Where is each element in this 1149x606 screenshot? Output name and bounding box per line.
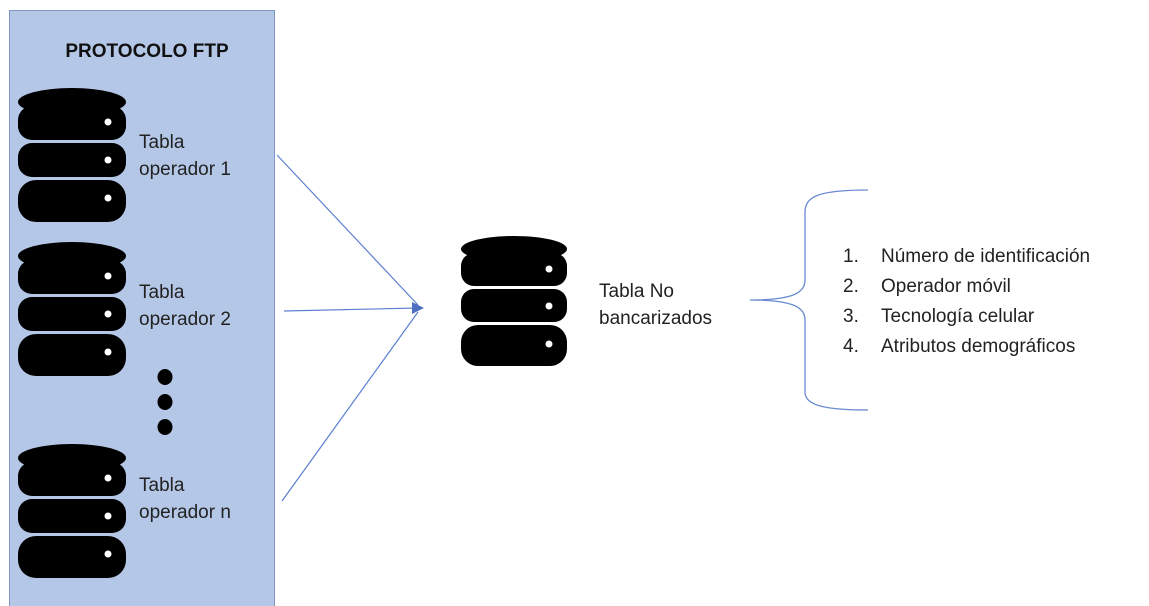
list-item-text: Operador móvil [881, 276, 1011, 297]
vertical-ellipsis-icon [157, 369, 173, 435]
database-icon-target [461, 236, 567, 366]
connector-line-1 [276, 154, 419, 306]
source-label-line1: Tabla [139, 132, 185, 153]
source-label-operador-2: Tabla operador 2 [139, 279, 231, 333]
left-curly-brace-icon [749, 189, 869, 411]
attribute-list: 1. Número de identificación 2. Operador mó… [843, 242, 1090, 362]
panel-title: PROTOCOLO FTP [65, 41, 229, 62]
source-label-line2: operador 2 [139, 309, 231, 330]
source-label-line1: Tabla [139, 475, 185, 496]
target-label: Tabla No bancarizados [599, 278, 712, 332]
connector-line-3 [281, 311, 419, 502]
list-item: 1. Número de identificación [843, 242, 1090, 272]
list-item-text: Número de identificación [881, 246, 1091, 267]
list-item-text: Tecnología celular [881, 306, 1035, 327]
target-label-line2: bancarizados [599, 308, 713, 329]
database-icon-operador-2 [18, 242, 126, 376]
source-label-operador-n: Tabla operador n [139, 472, 231, 526]
connector-line-2 [283, 307, 419, 312]
source-label-line2: operador 1 [139, 159, 231, 180]
arrowhead-icon [412, 302, 424, 314]
list-item-number: 1. [843, 246, 859, 267]
list-item-number: 3. [843, 306, 859, 327]
source-label-line2: operador n [139, 502, 231, 523]
source-label-line1: Tabla [139, 282, 185, 303]
database-icon-operador-1 [18, 88, 126, 222]
list-item-number: 4. [843, 336, 859, 357]
list-item-text: Atributos demográficos [881, 336, 1076, 357]
list-item: 4. Atributos demográficos [843, 332, 1090, 362]
source-label-operador-1: Tabla operador 1 [139, 129, 231, 183]
list-item: 2. Operador móvil [843, 272, 1090, 302]
list-item-number: 2. [843, 276, 859, 297]
database-icon-operador-n [18, 444, 126, 578]
target-label-line1: Tabla No [599, 281, 674, 302]
list-item: 3. Tecnología celular [843, 302, 1090, 332]
